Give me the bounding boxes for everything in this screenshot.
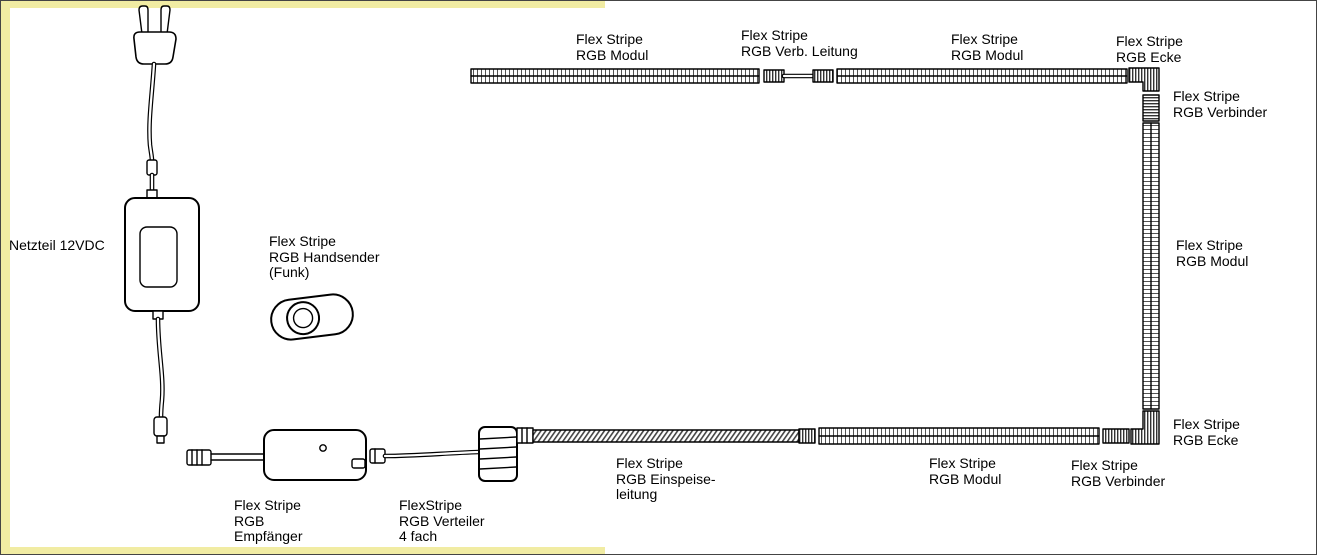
label-modul-right: Flex Stripe RGB Modul [1176,237,1249,269]
highlight-border-left [1,1,10,554]
strip-connector-bottom [1102,428,1130,444]
strip-connector-top [1142,94,1160,122]
connection-cable-top [763,69,834,83]
label-ecke-bottom: Flex Stripe RGB Ecke [1173,416,1240,448]
label-ecke-top: Flex Stripe RGB Ecke [1116,33,1183,65]
led-strip-top-right [836,68,1128,84]
distributor-box [478,426,518,482]
label-verbinder-top: Flex Stripe RGB Verbinder [1173,88,1268,120]
label-modul-bottom: Flex Stripe RGB Modul [929,455,1002,487]
power-cable-top [146,61,158,195]
led-strip-top-left [470,68,760,84]
power-plug-icon [133,5,177,65]
highlight-border-bottom [1,547,605,554]
led-strip-bottom [818,427,1100,445]
power-supply-box [124,189,200,320]
label-verbinder-bottom: Flex Stripe RGB Verbinder [1071,457,1166,489]
led-strip-right [1142,122,1160,410]
receiver-to-distributor-wire [382,449,482,459]
label-einspeiseleitung: Flex Stripe RGB Einspeise- leitung [616,455,716,502]
feed-cable [516,427,816,444]
label-modul-top-right: Flex Stripe RGB Modul [951,31,1024,63]
label-verb-leitung: Flex Stripe RGB Verb. Leitung [741,27,858,59]
corner-piece-top [1128,67,1160,92]
label-handsender: Flex Stripe RGB Handsender (Funk) [269,233,380,280]
power-cable-bottom [153,316,168,444]
label-modul-top-left: Flex Stripe RGB Modul [576,31,649,63]
corner-piece-bottom [1130,410,1160,445]
remote-control-icon [270,293,354,341]
label-netzteil: Netzteil 12VDC [9,237,105,253]
label-empfaenger: Flex Stripe RGB Empfänger [234,497,303,544]
label-verteiler: FlexStripe RGB Verteiler 4 fach [399,497,485,544]
receiver-box [186,429,386,481]
highlight-border-top [1,1,605,8]
